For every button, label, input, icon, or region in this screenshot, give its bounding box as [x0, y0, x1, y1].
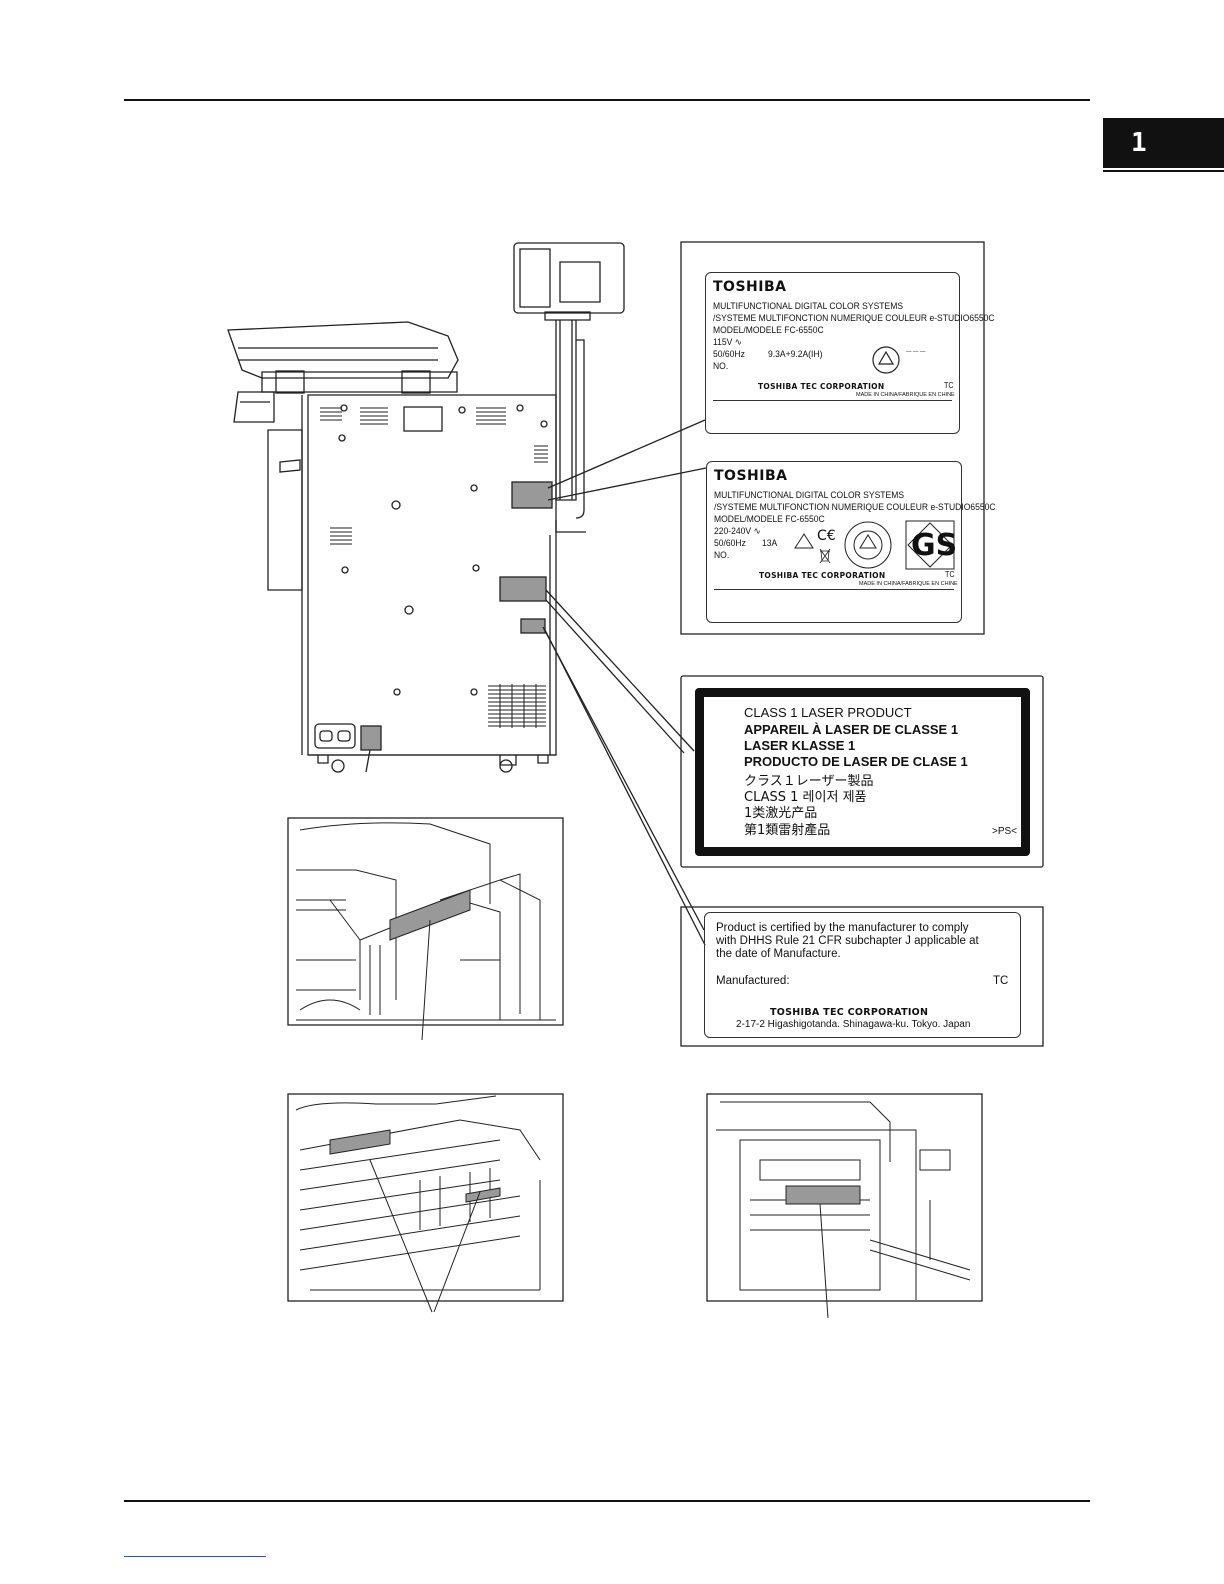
detail-image-transfer — [287, 1093, 564, 1302]
bottom-rule — [124, 1500, 1090, 1502]
ce-mark-icon: C€ — [817, 528, 836, 544]
laser-line-zh-cn: 1类激光产品 — [744, 806, 818, 821]
laser-line-ja: クラス１レーザー製品 — [744, 774, 874, 789]
voltage: 220-240V ∿ — [714, 526, 761, 537]
laser-line-de: LASER KLASSE 1 — [744, 738, 856, 753]
laser-line-ko: CLASS 1 레이저 제품 — [744, 790, 867, 805]
frequency: 50/60Hz — [713, 349, 745, 360]
document-feeder — [227, 321, 459, 379]
chapter-number: 1 — [1131, 128, 1147, 158]
model: MODEL/MODELE FC-6550C — [714, 514, 825, 525]
footer-link-underline[interactable] — [124, 1556, 266, 1557]
product-line: MULTIFUNCTIONAL DIGITAL COLOR SYSTEMS — [714, 490, 905, 501]
rating-label-220v: TOSHIBA MULTIFUNCTIONAL DIGITAL COLOR SY… — [706, 461, 996, 623]
laser-line-fr: APPAREIL À LASER DE CLASSE 1 — [744, 722, 959, 737]
brand-logo: TOSHIBA — [714, 468, 788, 484]
model: MODEL/MODELE FC-6550C — [713, 325, 824, 336]
current: 13A — [762, 538, 778, 549]
current: 9.3A+9.2A(IH) — [768, 349, 823, 360]
detail-image-duplex — [287, 817, 564, 1026]
weee-bin-icon — [819, 548, 831, 564]
voltage: 115V ∿ — [713, 337, 742, 348]
machine-body — [307, 394, 557, 756]
tuv-mark-icon — [844, 521, 892, 569]
laser-line-es: PRODUCTO DE LASER DE CLASE 1 — [744, 754, 968, 769]
top-rule — [124, 99, 1090, 101]
cert-line-3: the date of Manufacture. — [716, 948, 841, 960]
laser-line-zh-tw: 第1類雷射產品 — [744, 823, 831, 838]
cert-corporation: TOSHIBA TEC CORPORATION — [770, 1007, 929, 1018]
cert-note: — — — — [906, 349, 926, 355]
corporation: TOSHIBA TEC CORPORATION — [759, 571, 886, 580]
gs-mark-icon — [905, 520, 955, 570]
product-line: MULTIFUNCTIONAL DIGITAL COLOR SYSTEMS — [713, 301, 904, 312]
cert-line-1: Product is certified by the manufacturer… — [716, 922, 969, 934]
label-divider — [713, 400, 952, 401]
lot-code: TC — [945, 570, 955, 579]
ac-symbol: ∿ — [734, 337, 742, 348]
corporation: TOSHIBA TEC CORPORATION — [758, 382, 885, 391]
ac-symbol: ∿ — [753, 526, 761, 537]
detail-image-front — [706, 1093, 983, 1302]
pse-mark-icon — [794, 533, 814, 549]
cert-line-2: with DHHS Rule 21 CFR subchapter J appli… — [716, 935, 979, 947]
label-divider — [714, 589, 954, 590]
serial-no: NO. — [713, 361, 729, 372]
cert-manufactured: Manufactured: — [716, 975, 790, 987]
brand-logo: TOSHIBA — [713, 279, 787, 295]
serial-no: NO. — [714, 550, 730, 561]
chapter-rule — [1103, 170, 1224, 172]
certification-label — [704, 912, 1021, 1038]
gs-mark-text: GS — [911, 528, 958, 563]
made-in: MADE IN CHINA/FABRIQUE EN CHINE — [856, 392, 955, 398]
laser-line-en: CLASS 1 LASER PRODUCT — [744, 705, 912, 720]
frequency: 50/60Hz — [714, 538, 746, 549]
laser-code: >PS< — [992, 826, 1018, 837]
cert-address: 2-17-2 Higashigotanda. Shinagawa-ku. Tok… — [736, 1019, 971, 1030]
chapter-tab: 1 — [1103, 118, 1224, 168]
cert-code: TC — [993, 975, 1009, 987]
made-in: MADE IN CHINA/FABRIQUE EN CHINE — [859, 581, 958, 587]
control-panel — [513, 242, 625, 314]
product-line-fr: /SYSTEME MULTIFONCTION NUMERIQUE COULEUR… — [713, 313, 995, 324]
certification-mark-icon — [872, 346, 900, 374]
lot-code: TC — [944, 381, 954, 390]
laser-label-border — [695, 688, 1030, 856]
rating-label-115v: TOSHIBA MULTIFUNCTIONAL DIGITAL COLOR SY… — [705, 272, 995, 434]
product-line-fr: /SYSTEME MULTIFONCTION NUMERIQUE COULEUR… — [714, 502, 996, 513]
